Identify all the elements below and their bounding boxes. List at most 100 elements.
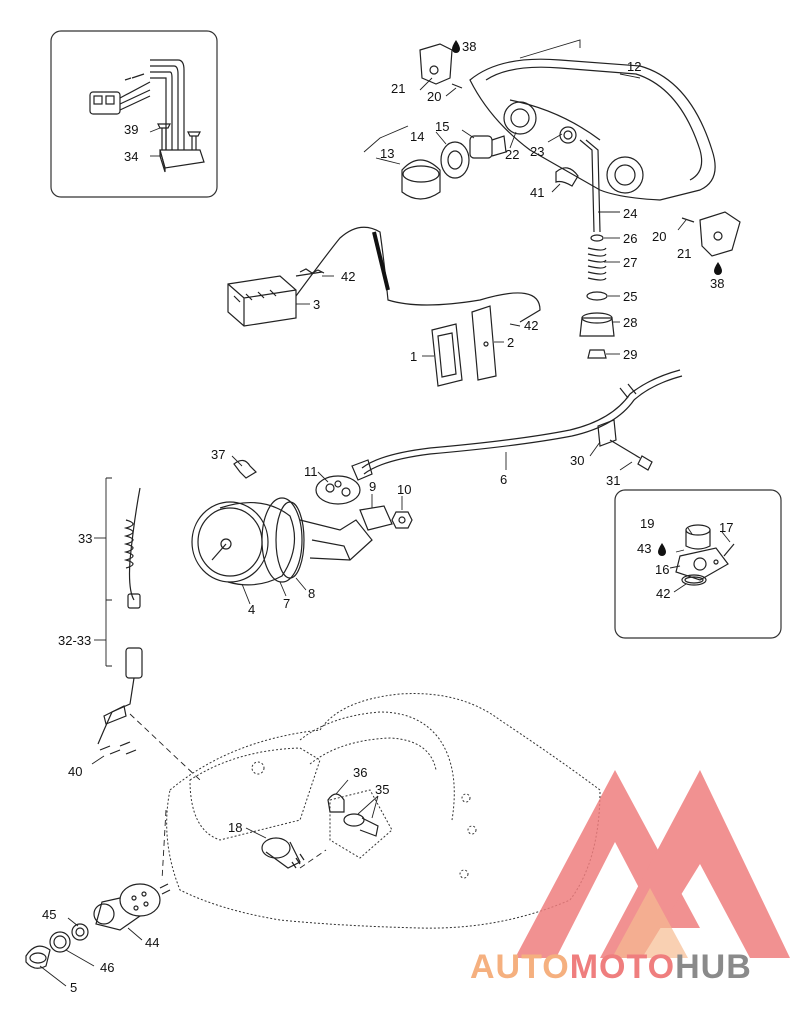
callout-12: 12 xyxy=(627,59,641,74)
callout-38b: 38 xyxy=(710,276,724,291)
callout-28: 28 xyxy=(623,315,637,330)
watermark-text: AUTOMOTOHUB xyxy=(470,948,752,986)
callout-25: 25 xyxy=(623,289,637,304)
callout-29: 29 xyxy=(623,347,637,362)
screw-39 xyxy=(157,123,201,150)
module-34 xyxy=(89,59,205,173)
callout-42b: 42 xyxy=(524,318,538,333)
callout-18: 18 xyxy=(228,820,242,835)
part-1 xyxy=(431,323,463,387)
drop-icon-38-top xyxy=(452,40,460,53)
callout-41: 41 xyxy=(530,185,544,200)
callout-34: 34 xyxy=(124,149,138,164)
callout-16: 16 xyxy=(655,562,669,577)
callout-15: 15 xyxy=(435,119,449,134)
callout-44: 44 xyxy=(145,935,159,950)
leader-lines xyxy=(39,73,731,987)
callout-20b: 20 xyxy=(652,229,666,244)
callout-43: 43 xyxy=(637,541,651,556)
oring-42 xyxy=(681,574,707,586)
callout-46: 46 xyxy=(100,960,114,975)
callout-21: 21 xyxy=(391,81,405,96)
callout-38: 38 xyxy=(462,39,476,54)
nut-45 xyxy=(71,923,89,941)
callout-32-33: 32-33 xyxy=(58,633,91,648)
switch-35-36 xyxy=(327,793,379,837)
callout-8: 8 xyxy=(308,586,315,601)
callout-42c: 42 xyxy=(656,586,670,601)
callout-39: 39 xyxy=(124,122,138,137)
bracket-21-bottom xyxy=(681,211,741,257)
sensor-19 xyxy=(685,524,711,550)
callout-24: 24 xyxy=(623,206,637,221)
callout-21b: 21 xyxy=(677,246,691,261)
logo-triangle-inner xyxy=(612,888,688,958)
callout-42: 42 xyxy=(341,269,355,284)
callout-40: 40 xyxy=(68,764,82,779)
callout-5: 5 xyxy=(70,980,77,995)
socket-parts-13-15 xyxy=(401,135,507,200)
grommet-9 xyxy=(359,505,393,531)
callout-36: 36 xyxy=(353,765,367,780)
taillight-housing-12 xyxy=(469,39,716,201)
callout-3: 3 xyxy=(313,297,320,312)
inset-frame-right xyxy=(614,489,782,639)
callout-7: 7 xyxy=(283,596,290,611)
watermark-text-moto: MOTO xyxy=(570,948,675,986)
bezel-46 xyxy=(49,931,71,953)
callout-19: 19 xyxy=(640,516,654,531)
cap-5 xyxy=(25,945,51,969)
bulb-37 xyxy=(233,459,257,479)
callout-13: 13 xyxy=(380,146,394,161)
speedo-cable-6 xyxy=(351,369,683,481)
inset-frame-top-left xyxy=(50,30,218,198)
drop-icon-38-right xyxy=(714,262,722,275)
cable-24-stack xyxy=(579,139,615,359)
switch-18 xyxy=(261,837,305,869)
clip-41 xyxy=(555,167,579,187)
harness-33 xyxy=(97,487,143,745)
callout-22: 22 xyxy=(505,147,519,162)
callout-6: 6 xyxy=(500,472,507,487)
callout-23: 23 xyxy=(530,144,544,159)
callout-26: 26 xyxy=(623,231,637,246)
callout-1: 1 xyxy=(410,349,417,364)
callout-45: 45 xyxy=(42,907,56,922)
bracket-21-top xyxy=(419,43,463,89)
callout-4: 4 xyxy=(248,602,255,617)
wire-42-loop xyxy=(295,226,541,323)
callout-10: 10 xyxy=(397,482,411,497)
callout-37: 37 xyxy=(211,447,225,462)
watermark-logo xyxy=(515,770,790,958)
gasket-16 xyxy=(675,547,729,581)
callout-14: 14 xyxy=(410,129,424,144)
callout-17: 17 xyxy=(719,520,733,535)
callout-30: 30 xyxy=(570,453,584,468)
callout-27: 27 xyxy=(623,255,637,270)
nut-10 xyxy=(391,511,413,529)
callout-9: 9 xyxy=(369,479,376,494)
callout-11: 11 xyxy=(304,464,318,479)
callout-31: 31 xyxy=(606,473,620,488)
watermark-text-auto: AUTO xyxy=(470,948,570,986)
screw-31 xyxy=(609,439,653,471)
connector-3 xyxy=(227,275,297,327)
part-2 xyxy=(471,305,497,381)
callout-20: 20 xyxy=(427,89,441,104)
bracket-33 xyxy=(105,477,112,667)
callout-33: 33 xyxy=(78,531,92,546)
callout-2: 2 xyxy=(507,335,514,350)
connector-11 xyxy=(315,475,361,505)
drop-icon-43 xyxy=(658,543,666,556)
callout-35: 35 xyxy=(375,782,389,797)
ignition-44 xyxy=(93,883,171,931)
callout-labels: 38 12 21 20 39 34 15 14 13 22 23 41 24 2… xyxy=(42,39,733,995)
terminals-40 xyxy=(99,741,137,755)
clamp-30 xyxy=(597,419,617,447)
pin-17 xyxy=(723,543,735,557)
dash-panel-outline xyxy=(129,693,601,929)
watermark-text-hub: HUB xyxy=(675,948,752,986)
gauge-4 xyxy=(191,497,373,586)
